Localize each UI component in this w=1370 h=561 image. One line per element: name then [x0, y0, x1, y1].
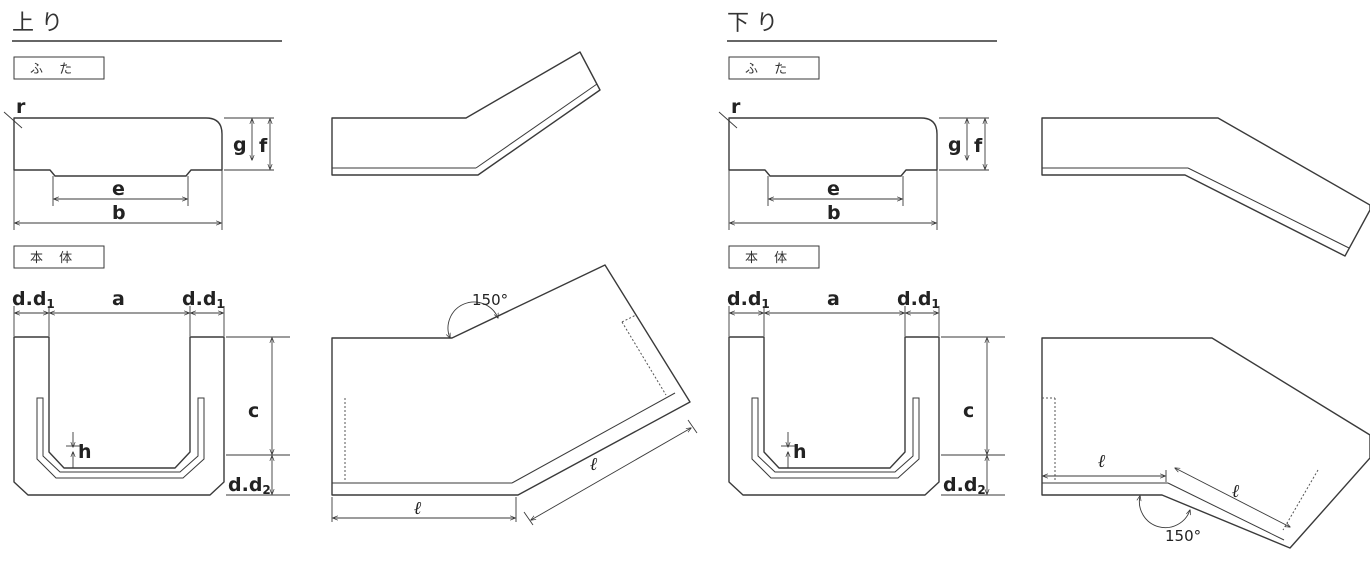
svg-text:本 体: 本 体	[745, 251, 793, 266]
label-h: h	[78, 441, 92, 463]
section-uphill: 上 り ふ た r g f e	[3, 11, 698, 526]
svg-text:ふ た: ふ た	[745, 62, 793, 77]
label-c: c	[248, 400, 259, 422]
body-side-view: 150° ℓ ℓ	[331, 264, 698, 526]
body-top-dimensions: d.d1 a d.d1	[727, 288, 940, 336]
label-h: h	[793, 441, 807, 463]
label-f: f	[974, 135, 983, 157]
label-a: a	[827, 288, 840, 310]
label-r: r	[731, 96, 741, 118]
cover-side-view	[1041, 117, 1370, 257]
body-label-box: 本 体	[13, 245, 105, 269]
label-d-bottom: d.d2	[228, 474, 271, 497]
body-label-box: 本 体	[728, 245, 820, 269]
dim-length-2	[531, 428, 691, 520]
angle-arc	[448, 301, 498, 338]
body-side-view: ℓ ℓ 150°	[1041, 337, 1370, 549]
label-d-left: d.d1	[12, 288, 55, 311]
section-title-uphill: 上 り	[12, 11, 63, 36]
label-b: b	[827, 202, 841, 224]
body-cross-section: h c d.d2	[728, 336, 1005, 497]
label-c: c	[963, 400, 974, 422]
label-d-right: d.d1	[897, 288, 940, 311]
label-d-left: d.d1	[727, 288, 770, 311]
angle-arc	[1139, 496, 1190, 529]
label-d-bottom: d.d2	[943, 474, 986, 497]
radius-leader	[3, 111, 23, 129]
label-b: b	[112, 202, 126, 224]
cover-cross-section: r g f e b	[718, 96, 989, 230]
label-e: e	[827, 178, 840, 200]
label-d-right: d.d1	[182, 288, 225, 311]
svg-text:ふ た: ふ た	[30, 62, 78, 77]
cover-side-view	[331, 51, 601, 176]
label-length-2: ℓ	[590, 454, 598, 475]
label-r: r	[16, 96, 26, 118]
cover-cross-section: r g f e b	[3, 96, 274, 230]
section-title-downhill: 下 り	[727, 11, 778, 36]
body-top-dimensions: d.d1 a d.d1	[12, 288, 225, 336]
label-length-1: ℓ	[414, 498, 422, 519]
label-angle: 150°	[472, 291, 508, 309]
label-a: a	[112, 288, 125, 310]
label-length-2: ℓ	[1232, 481, 1240, 502]
svg-text:本 体: 本 体	[30, 251, 78, 266]
label-f: f	[259, 135, 268, 157]
label-angle: 150°	[1165, 527, 1201, 545]
label-length-1: ℓ	[1098, 451, 1106, 472]
dim-length-2	[1175, 468, 1290, 527]
label-e: e	[112, 178, 125, 200]
label-g: g	[948, 134, 962, 156]
cover-label-box: ふ た	[13, 56, 105, 80]
cover-label-box: ふ た	[728, 56, 820, 80]
label-g: g	[233, 134, 247, 156]
section-downhill: 下 り ふ た r g f e b	[718, 11, 1370, 549]
body-cross-section: h c d.d2	[13, 336, 290, 497]
